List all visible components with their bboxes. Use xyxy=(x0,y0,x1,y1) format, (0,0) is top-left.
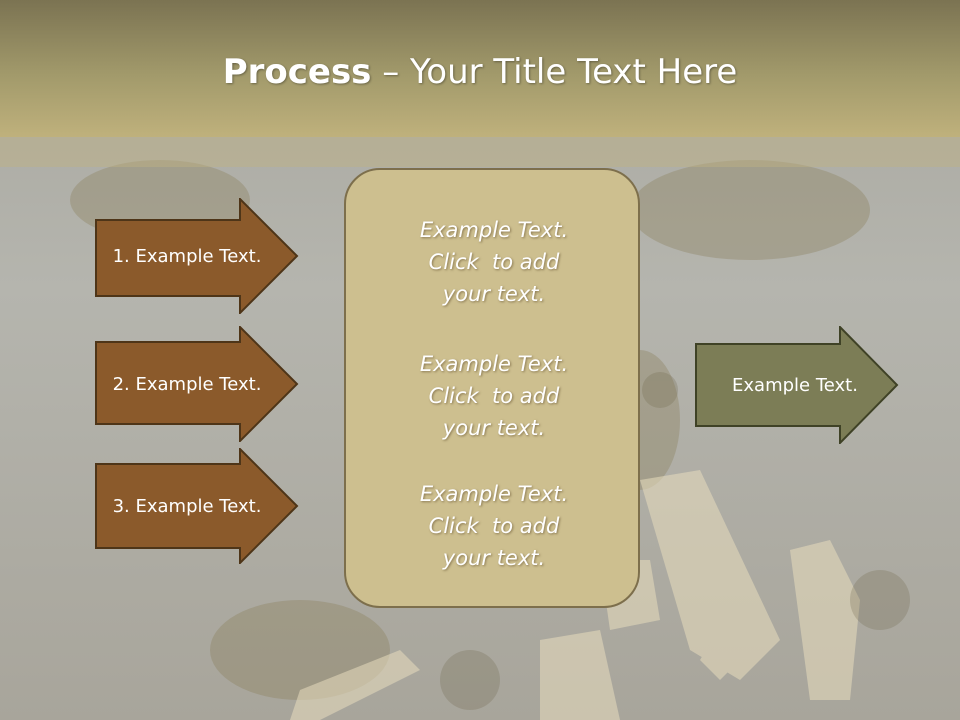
arrow-right-shape-icon xyxy=(95,326,299,442)
step-arrow-2[interactable]: 2. Example Text. xyxy=(95,326,299,442)
slide-title-bold[interactable]: Process xyxy=(222,52,372,92)
title-bar-band xyxy=(0,137,960,167)
center-text-line: Example Text. xyxy=(419,482,569,506)
output-arrow[interactable]: Example Text. xyxy=(695,326,899,444)
center-text-block-2[interactable]: Example Text. Click to add your text. xyxy=(346,348,642,444)
arrow-right-shape-icon xyxy=(695,326,899,444)
slide-title[interactable]: Process – Your Title Text Here xyxy=(0,52,960,92)
step-arrow-3[interactable]: 3. Example Text. xyxy=(95,448,299,564)
center-text-line: Click to add xyxy=(428,250,560,274)
center-text-line: Example Text. xyxy=(419,218,569,242)
center-text-line: Click to add xyxy=(428,384,560,408)
center-text-line: Example Text. xyxy=(419,352,569,376)
step-arrow-1[interactable]: 1. Example Text. xyxy=(95,198,299,314)
title-bar xyxy=(0,0,960,137)
center-text-line: your text. xyxy=(442,416,546,440)
output-label[interactable]: Example Text. xyxy=(732,374,858,396)
center-text-block-1[interactable]: Example Text. Click to add your text. xyxy=(346,214,642,310)
center-text-line: your text. xyxy=(442,282,546,306)
center-text-box[interactable]: Example Text. Click to add your text. Ex… xyxy=(344,168,640,608)
arrow-right-shape-icon xyxy=(95,198,299,314)
step-label-2[interactable]: 2. Example Text. xyxy=(112,373,262,395)
center-text-block-3[interactable]: Example Text. Click to add your text. xyxy=(346,478,642,574)
center-text-line: your text. xyxy=(442,546,546,570)
step-label-3[interactable]: 3. Example Text. xyxy=(112,495,262,517)
step-label-1[interactable]: 1. Example Text. xyxy=(112,245,262,267)
center-text-line: Click to add xyxy=(428,514,560,538)
slide-title-rest[interactable]: – Your Title Text Here xyxy=(371,52,738,92)
arrow-right-shape-icon xyxy=(95,448,299,564)
